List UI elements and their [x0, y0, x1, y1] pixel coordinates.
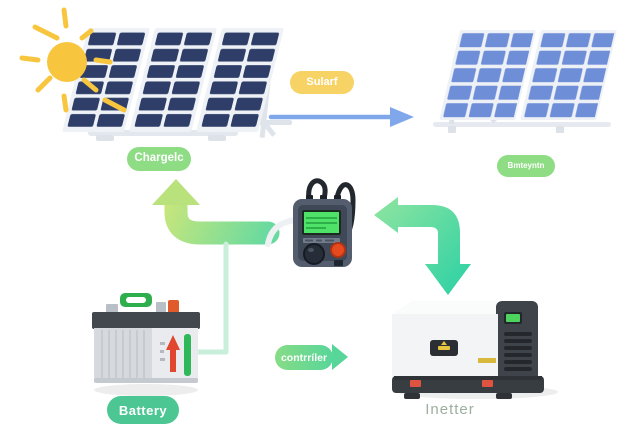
wire-connector-line: [189, 241, 229, 355]
curved-up-arrow-icon: [152, 179, 280, 245]
inverter-led: [506, 314, 520, 322]
controller-flow-label: contrríler: [275, 344, 355, 372]
left-and-down-elbow-arrow-icon: [374, 197, 471, 295]
panel-right-label: Bmteyntn: [497, 155, 555, 177]
white-cable: [265, 217, 298, 247]
battery-label-text: Battery: [118, 402, 168, 418]
battery-green-stripe: [184, 334, 191, 376]
controller-label-text: contrríler: [280, 351, 328, 364]
controller-arrow-pill: contrríler: [275, 344, 348, 370]
charge-controller-device-icon: [265, 178, 356, 267]
solar-panel-array-icon: [62, 28, 292, 141]
panel-modules: [62, 28, 284, 132]
panel-ground-bar: [433, 122, 611, 127]
battery-level-arrow: [166, 335, 180, 350]
battery-label: Battery: [107, 396, 179, 424]
inverter-caption: Inetter: [425, 401, 475, 418]
controller-red-button: [330, 242, 346, 258]
battery-terminal: [168, 300, 179, 313]
inverter-vents: [504, 332, 532, 371]
solar-panel-icon: [433, 30, 617, 133]
charge-label: Chargelc: [127, 147, 191, 171]
panel-right-label-text: Bmteyntn: [507, 161, 545, 170]
panel-modules: [439, 30, 617, 120]
inverter-icon: [392, 301, 558, 399]
sunlight-label-text: Sularf: [306, 76, 338, 88]
charge-label-text: Chargelc: [134, 152, 184, 165]
battery-icon: [92, 293, 200, 396]
sun-disc: [47, 42, 87, 82]
inverter-base: [392, 376, 544, 393]
sun-icon: [19, 7, 127, 113]
right-arrow-icon: [268, 107, 414, 127]
sunlight-label: Sularf: [290, 71, 354, 94]
battery-top-band: [92, 312, 200, 329]
controller-knob: [303, 243, 325, 265]
